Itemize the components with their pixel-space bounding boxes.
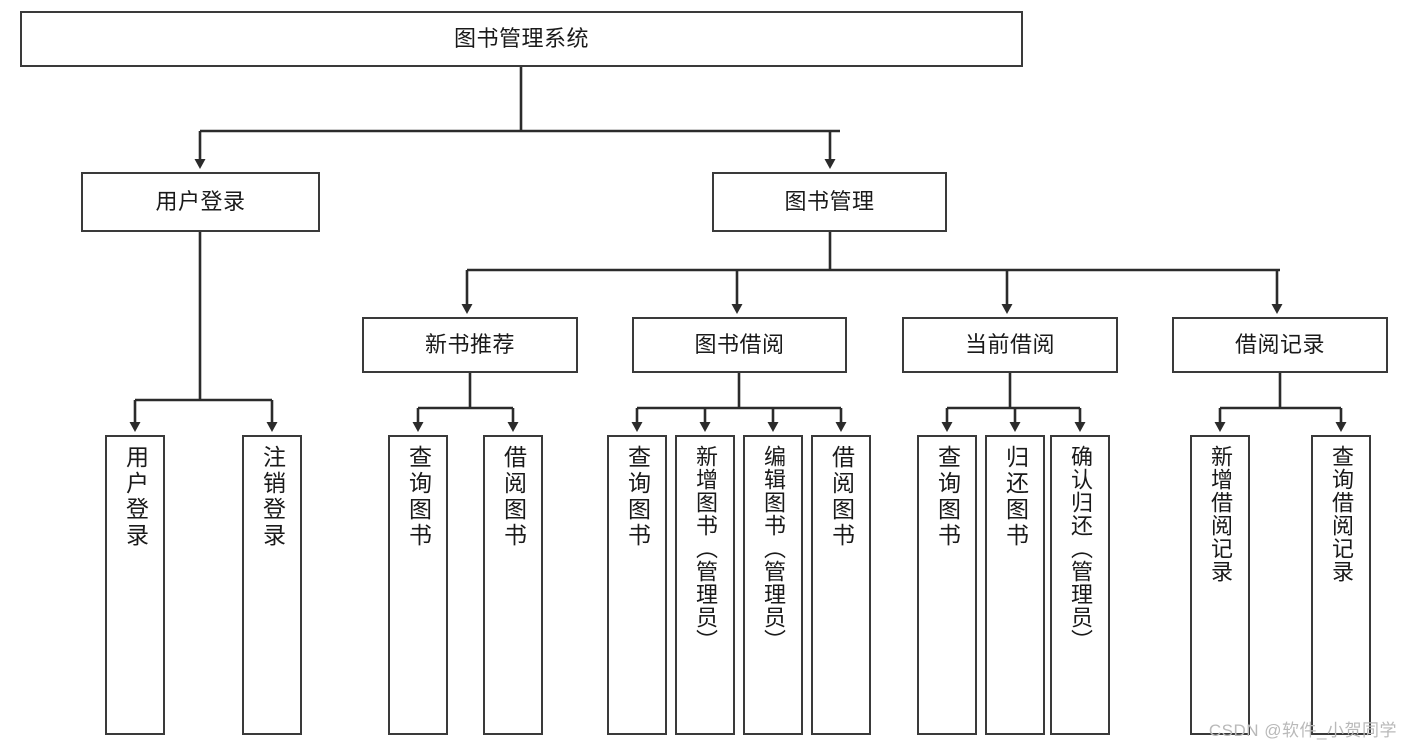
node-user-login[interactable]: 用户登录 <box>81 172 320 232</box>
leaf-logout[interactable]: 注销登录 <box>242 435 302 735</box>
node-current-borrow-label: 当前借阅 <box>964 332 1055 358</box>
node-book-management[interactable]: 图书管理 <box>712 172 947 232</box>
watermark: CSDN @软件_小贺同学 <box>1208 721 1397 740</box>
leaf-query-book-current[interactable]: 查询图书 <box>917 435 977 735</box>
leaf-query-book-current-label: 查询图书 <box>934 445 961 549</box>
leaf-add-borrow-record-label: 新增借阅记录 <box>1208 445 1233 583</box>
leaf-borrow-book-recommend-label: 借阅图书 <box>500 445 527 549</box>
leaf-query-book-recommend[interactable]: 查询图书 <box>388 435 448 735</box>
leaf-add-book-admin[interactable]: 新增图书（管理员） <box>675 435 735 735</box>
leaf-confirm-return-admin-label: 确认归还（管理员） <box>1068 445 1093 652</box>
node-root-label: 图书管理系统 <box>453 26 589 52</box>
node-borrow-record[interactable]: 借阅记录 <box>1172 317 1388 373</box>
leaf-return-book-label: 归还图书 <box>1002 445 1029 549</box>
leaf-add-borrow-record[interactable]: 新增借阅记录 <box>1190 435 1250 735</box>
node-book-borrow-label: 图书借阅 <box>694 332 785 358</box>
leaf-query-book-borrow-label: 查询图书 <box>624 445 651 549</box>
leaf-query-book-borrow[interactable]: 查询图书 <box>607 435 667 735</box>
node-current-borrow[interactable]: 当前借阅 <box>902 317 1118 373</box>
node-new-book-recommend[interactable]: 新书推荐 <box>362 317 578 373</box>
leaf-user-login[interactable]: 用户登录 <box>105 435 165 735</box>
node-book-borrow[interactable]: 图书借阅 <box>632 317 847 373</box>
leaf-query-borrow-record-label: 查询借阅记录 <box>1329 445 1354 583</box>
leaf-borrow-book-label: 借阅图书 <box>828 445 855 549</box>
leaf-add-book-admin-label: 新增图书（管理员） <box>693 445 718 652</box>
leaf-logout-label: 注销登录 <box>259 445 286 549</box>
node-borrow-record-label: 借阅记录 <box>1234 332 1325 358</box>
leaf-query-book-recommend-label: 查询图书 <box>405 445 432 549</box>
leaf-edit-book-admin[interactable]: 编辑图书（管理员） <box>743 435 803 735</box>
leaf-borrow-book-recommend[interactable]: 借阅图书 <box>483 435 543 735</box>
leaf-edit-book-admin-label: 编辑图书（管理员） <box>761 445 786 652</box>
leaf-query-borrow-record[interactable]: 查询借阅记录 <box>1311 435 1371 735</box>
node-user-login-label: 用户登录 <box>155 189 246 215</box>
node-root[interactable]: 图书管理系统 <box>20 11 1023 67</box>
node-new-book-recommend-label: 新书推荐 <box>424 332 515 358</box>
leaf-confirm-return-admin[interactable]: 确认归还（管理员） <box>1050 435 1110 735</box>
leaf-borrow-book[interactable]: 借阅图书 <box>811 435 871 735</box>
leaf-return-book[interactable]: 归还图书 <box>985 435 1045 735</box>
leaf-user-login-label: 用户登录 <box>122 445 149 549</box>
node-book-management-label: 图书管理 <box>784 189 875 215</box>
